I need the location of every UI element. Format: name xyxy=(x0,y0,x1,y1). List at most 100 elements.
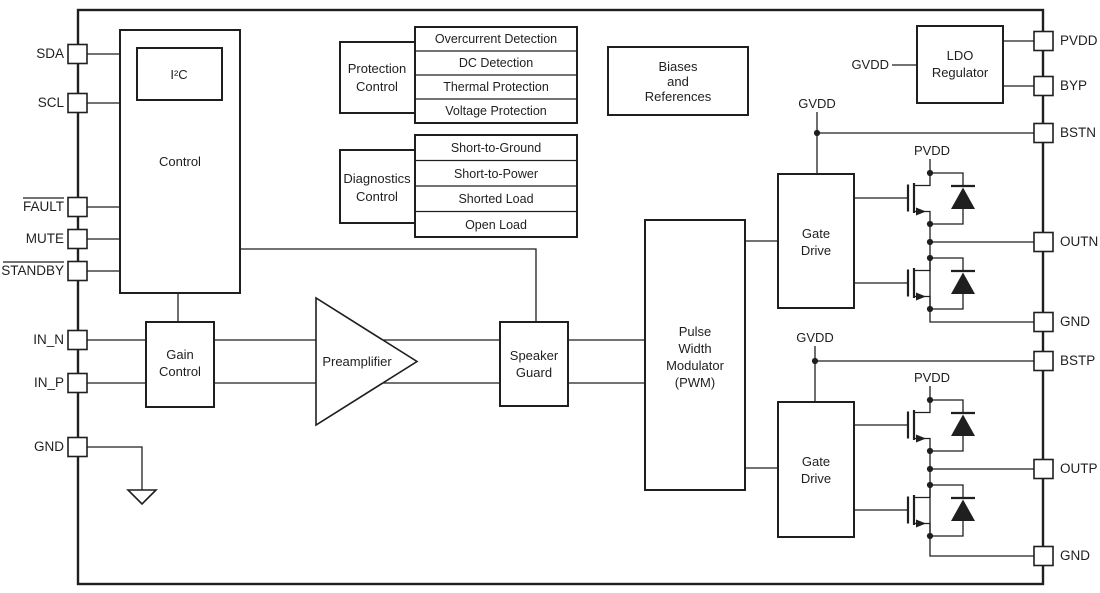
nmos-high-side-p xyxy=(852,395,977,456)
protection-control-block xyxy=(339,41,416,114)
nmos-low-side-p xyxy=(852,480,977,541)
pin-label-outp: OUTP xyxy=(1060,461,1098,476)
biases-label-1: Biases xyxy=(658,59,698,74)
preamplifier-triangle xyxy=(315,296,419,427)
diagnostics-row-shorted-load: Shorted Load xyxy=(458,192,533,206)
left-pins: SDA SCL FAULT MUTE STANDBY IN_N IN_P GND xyxy=(1,43,158,506)
pin-in-n-terminal xyxy=(67,329,88,351)
pwm-label-4: (PWM) xyxy=(675,375,715,390)
diagnostics-control-label-1: Diagnostics xyxy=(343,171,411,186)
protection-row-voltage: Voltage Protection xyxy=(445,104,547,118)
wire-control-to-speaker-guard xyxy=(240,248,537,322)
protection-control-label-1: Protection xyxy=(348,61,407,76)
diagnostics-row-open-load: Open Load xyxy=(465,218,527,232)
biases-section: Biases and References xyxy=(607,46,749,116)
biases-block xyxy=(607,46,749,116)
gate-drive-n-block xyxy=(777,173,855,309)
gain-control-label-2: Control xyxy=(159,364,201,379)
gain-control-block xyxy=(145,321,215,408)
pin-label-bstp: BSTP xyxy=(1060,353,1095,368)
wire-p-to-gnd xyxy=(929,536,1034,557)
pin-bstp-terminal xyxy=(1033,350,1054,372)
pin-label-gnd-left: GND xyxy=(34,439,64,454)
pvdd-p-label: PVDD xyxy=(914,370,950,385)
pin-mute-terminal xyxy=(67,228,88,250)
junction-dot xyxy=(813,129,821,137)
pin-outp-terminal xyxy=(1033,458,1054,480)
gate-drive-n-label-2: Drive xyxy=(801,243,831,258)
gain-control-label-1: Gain xyxy=(166,347,193,362)
pin-label-scl: SCL xyxy=(38,95,65,110)
control-label: Control xyxy=(159,154,201,169)
speaker-guard-label-2: Guard xyxy=(516,365,552,380)
gvdd-ldo-label: GVDD xyxy=(851,57,889,72)
pin-gnd-p-terminal xyxy=(1033,545,1054,567)
pin-label-fault: FAULT xyxy=(23,199,64,214)
ground-symbol xyxy=(126,489,158,506)
pin-label-mute: MUTE xyxy=(26,231,64,246)
wire-gnd-left xyxy=(87,446,143,490)
control-section: I²C Control xyxy=(119,29,537,322)
junction-dot xyxy=(811,357,819,365)
diagnostics-control-block xyxy=(339,149,416,224)
protection-row-thermal: Thermal Protection xyxy=(443,80,549,94)
nmos-high-side-n xyxy=(852,168,977,229)
pin-scl-terminal xyxy=(67,92,88,114)
pin-pvdd-terminal xyxy=(1033,30,1054,52)
output-stage-n: GVDD Gate Drive PVDD xyxy=(777,96,1034,323)
pin-label-in-p: IN_P xyxy=(34,375,64,390)
gvdd-p-label: GVDD xyxy=(796,330,834,345)
pin-label-in-n: IN_N xyxy=(33,332,64,347)
pin-outn-terminal xyxy=(1033,231,1054,253)
pin-fault-terminal xyxy=(67,196,88,218)
pin-label-byp: BYP xyxy=(1060,78,1087,93)
i2c-block xyxy=(136,47,223,101)
diagnostics-row-short-ground: Short-to-Ground xyxy=(451,141,541,155)
pin-label-outn: OUTN xyxy=(1060,234,1098,249)
protection-control-label-2: Control xyxy=(356,79,398,94)
biases-label-2: and xyxy=(667,74,689,89)
protection-section: Protection Control Overcurrent Detection… xyxy=(339,26,578,124)
gate-drive-p-label-1: Gate xyxy=(802,454,830,469)
wire-n-to-gnd xyxy=(929,309,1034,323)
pin-in-p-terminal xyxy=(67,372,88,394)
pwm-label-1: Pulse xyxy=(679,324,712,339)
output-stage-p: GVDD Gate Drive PVDD xyxy=(777,330,1034,557)
signal-path: Gain Control Preamplifier Speaker Guard … xyxy=(145,219,778,491)
pin-gnd-left-terminal xyxy=(67,436,88,458)
pwm-label-2: Width xyxy=(678,341,711,356)
gate-drive-n-label-1: Gate xyxy=(802,226,830,241)
ldo-block xyxy=(916,25,1004,104)
diagnostics-control-label-2: Control xyxy=(356,189,398,204)
pin-label-sda: SDA xyxy=(36,46,64,61)
gate-drive-p-label-2: Drive xyxy=(801,471,831,486)
speaker-guard-label-1: Speaker xyxy=(510,348,559,363)
pin-label-standby: STANDBY xyxy=(1,263,64,278)
right-pins: PVDD BYP BSTN OUTN GND BSTP OUTP GND xyxy=(1033,30,1098,567)
diagnostics-section: Diagnostics Control Short-to-Ground Shor… xyxy=(339,134,578,238)
speaker-guard-block xyxy=(499,321,569,407)
pvdd-n-label: PVDD xyxy=(914,143,950,158)
pin-standby-terminal xyxy=(67,260,88,282)
pwm-label-3: Modulator xyxy=(666,358,724,373)
ldo-label-2: Regulator xyxy=(932,65,989,80)
pin-label-bstn: BSTN xyxy=(1060,125,1096,140)
protection-row-dc: DC Detection xyxy=(459,56,533,70)
gate-drive-p-block xyxy=(777,401,855,538)
i2c-label: I²C xyxy=(170,67,187,82)
pin-label-gnd-p: GND xyxy=(1060,548,1090,563)
pin-label-gnd-n: GND xyxy=(1060,314,1090,329)
pin-gnd-n-terminal xyxy=(1033,311,1054,333)
gvdd-n-label: GVDD xyxy=(798,96,836,111)
pwm-block xyxy=(644,219,746,491)
pin-bstn-terminal xyxy=(1033,122,1054,144)
nmos-low-side-n xyxy=(852,253,977,314)
pin-sda-terminal xyxy=(67,43,88,65)
pin-label-pvdd: PVDD xyxy=(1060,33,1098,48)
preamplifier-label: Preamplifier xyxy=(322,354,392,369)
protection-row-overcurrent: Overcurrent Detection xyxy=(435,32,557,46)
diagnostics-row-short-power: Short-to-Power xyxy=(454,167,538,181)
pin-byp-terminal xyxy=(1033,75,1054,97)
device-boundary xyxy=(76,8,1045,586)
